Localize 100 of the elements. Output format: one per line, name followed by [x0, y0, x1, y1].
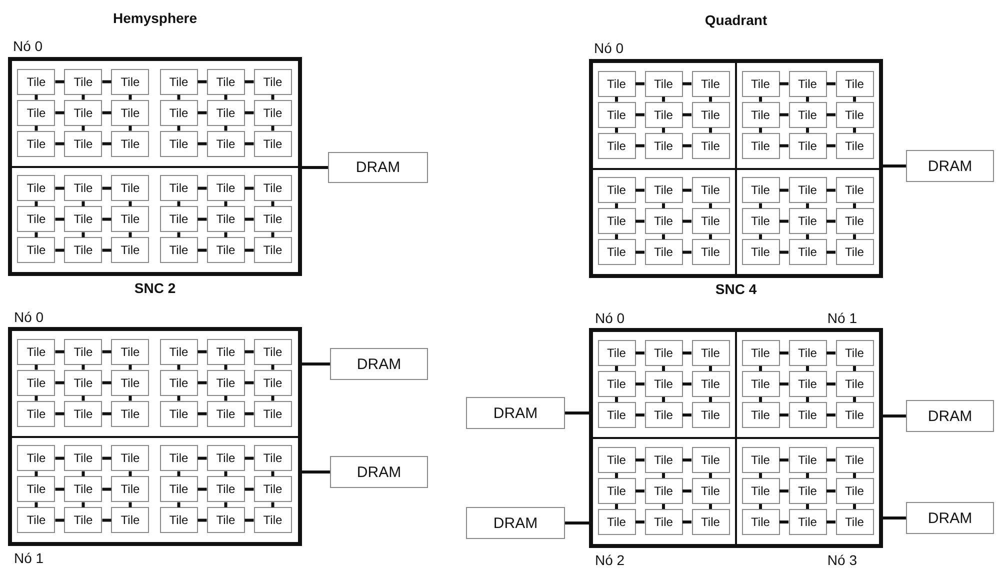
tile-box	[160, 68, 198, 95]
connector-line	[826, 490, 836, 492]
connector-line	[271, 396, 274, 401]
memory-box	[466, 397, 565, 429]
connector-line	[244, 248, 254, 252]
connector-line	[224, 201, 228, 206]
tile-box	[111, 100, 150, 126]
connector-line	[880, 414, 906, 418]
tile-label: Tile	[26, 344, 46, 359]
tile-box	[64, 400, 102, 427]
tile-label: Tile	[845, 453, 864, 467]
connector-line	[682, 520, 692, 524]
panel-title: Hemysphere	[112, 10, 198, 26]
tile-label: Tile	[120, 513, 140, 528]
tile-label: Tile	[654, 408, 673, 422]
tile-label: Tile	[607, 183, 626, 198]
tile-label: Tile	[654, 515, 673, 529]
tile-label: Tile	[798, 515, 817, 529]
tile-label: Tile	[701, 408, 720, 422]
tile-label: Tile	[798, 138, 817, 153]
tile-label: Tile	[216, 482, 236, 496]
tile-label: Tile	[74, 376, 93, 390]
tile-label: Tile	[263, 74, 282, 89]
tile-box	[598, 239, 636, 266]
tile-box	[160, 175, 198, 202]
tile-label: Tile	[263, 482, 282, 496]
connector-line	[128, 471, 132, 476]
connector-line	[780, 220, 788, 223]
tile-box	[17, 68, 56, 95]
connector-line	[759, 397, 762, 402]
connector-line	[271, 232, 274, 238]
tile-label: Tile	[751, 515, 770, 529]
tile-label: Tile	[263, 376, 282, 390]
cluster-region	[592, 168, 736, 275]
connector-line	[34, 201, 38, 206]
tile-box	[206, 338, 245, 365]
tile-box	[17, 370, 56, 396]
tile-label: Tile	[607, 377, 626, 391]
connector-line	[271, 471, 274, 476]
tile-box	[598, 447, 636, 473]
tile-label: Tile	[701, 245, 720, 260]
connector-line	[177, 502, 180, 508]
tile-label: Tile	[169, 181, 188, 196]
tile-label: Tile	[26, 106, 46, 120]
tile-label: Tile	[26, 482, 46, 496]
tile-label: Tile	[701, 346, 720, 360]
connector-line	[177, 94, 180, 100]
connector-line	[102, 518, 112, 522]
connector-line	[806, 203, 809, 208]
connector-line	[709, 234, 712, 240]
connector-line	[55, 381, 64, 384]
tile-box	[742, 371, 780, 397]
tile-box	[206, 476, 245, 502]
tile-box	[254, 370, 292, 396]
connector-line	[662, 366, 665, 371]
tile-box	[836, 132, 874, 159]
tile-label: Tile	[216, 451, 236, 466]
tile-label: Tile	[169, 513, 188, 528]
connector-line	[55, 412, 64, 416]
connector-line	[82, 94, 85, 100]
connector-line	[682, 82, 692, 86]
tile-box	[598, 340, 636, 366]
connector-line	[34, 94, 38, 100]
connector-line	[271, 126, 274, 131]
connector-line	[826, 250, 836, 254]
tile-label: Tile	[216, 74, 236, 89]
tile-label: Tile	[845, 377, 864, 391]
tile-label: Tile	[120, 106, 140, 120]
tile-box	[17, 338, 56, 365]
tile-box	[788, 340, 826, 366]
connector-line	[682, 144, 692, 148]
tile-box	[742, 447, 780, 473]
connector-line	[780, 82, 788, 86]
connector-line	[682, 113, 692, 116]
tile-box	[64, 476, 102, 502]
connector-line	[682, 250, 692, 254]
tile-label: Tile	[845, 183, 864, 198]
tile-box	[836, 478, 874, 504]
tile-label: Tile	[798, 76, 817, 91]
connector-line	[177, 471, 180, 476]
tile-label: Tile	[263, 106, 282, 120]
connector-line	[662, 128, 665, 133]
tile-box	[644, 340, 682, 366]
connector-line	[102, 186, 112, 190]
tile-box	[160, 130, 198, 157]
tile-label: Tile	[74, 482, 93, 496]
tile-box	[598, 177, 636, 204]
tile-box	[64, 130, 102, 157]
connector-line	[224, 126, 228, 131]
connector-line	[636, 458, 644, 462]
connector-line	[102, 381, 112, 384]
memory-box	[906, 150, 994, 182]
tile-box	[206, 507, 245, 534]
cluster-region	[736, 168, 880, 275]
connector-line	[128, 126, 132, 131]
tile-box	[160, 237, 198, 264]
memory-label: DRAM	[493, 404, 538, 422]
tile-box	[788, 132, 826, 159]
connector-line	[82, 396, 85, 401]
tile-box	[836, 509, 874, 535]
